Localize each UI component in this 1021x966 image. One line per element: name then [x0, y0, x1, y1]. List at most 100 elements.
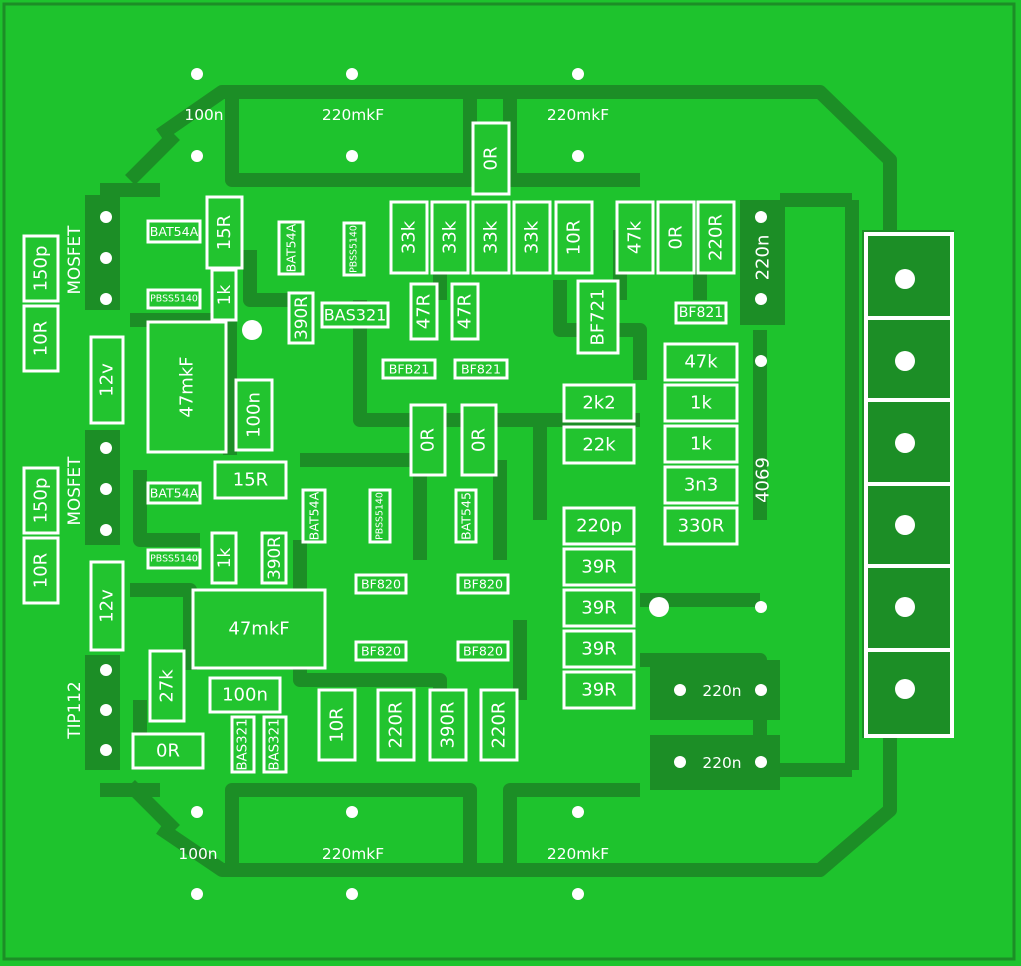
component-q-bf820-3: BF820 [354, 640, 408, 662]
drill-pad [572, 806, 584, 818]
component-label: 47mkF [228, 619, 289, 640]
component-r-0r-5: 0R [131, 732, 205, 770]
component-d-bat54a-4: BAT54A [301, 488, 327, 544]
silkscreen-outline [317, 688, 357, 762]
component-d-bat545: BAT545 [454, 488, 478, 544]
component-d-bat54a-3: BAT54A [146, 481, 202, 505]
component-q-bf820-1: BF820 [354, 573, 408, 595]
component-label: 100n [222, 685, 268, 706]
component-label: BAS321 [268, 718, 283, 770]
component-label: 100n [178, 845, 217, 863]
component-label: PBSS5140 [375, 492, 386, 540]
silkscreen-outline [277, 220, 305, 276]
silkscreen-outline [146, 481, 202, 505]
component-label: 10R [564, 220, 585, 255]
silkscreen-outline [663, 506, 739, 546]
silkscreen-outline [210, 531, 238, 585]
drill-pad [100, 442, 112, 454]
drill-pad [895, 269, 915, 289]
component-r-33k-1: 33k [389, 200, 429, 275]
silkscreen-outline [342, 221, 366, 277]
component-label: 10R [31, 321, 52, 356]
component-c-220mkf-bottom-2: 220mkF [547, 845, 609, 863]
component-c-100n-bottom: 100n [178, 845, 217, 863]
component-label: BAT54A [307, 491, 322, 540]
component-q-bf821-1: BF821 [674, 301, 728, 325]
drill-pad [755, 684, 767, 696]
component-label: 10R [31, 553, 52, 588]
component-label: PBSS5140 [349, 225, 360, 273]
silkscreen-outline [512, 200, 552, 275]
drill-pad [346, 806, 358, 818]
component-label: BAT54A [150, 486, 199, 501]
drill-pad [572, 150, 584, 162]
component-label: 220mkF [547, 845, 609, 863]
component-label: 10R [327, 707, 348, 742]
drill-pad [895, 597, 915, 617]
silkscreen-outline [430, 200, 470, 275]
drill-pad [100, 524, 112, 536]
silkscreen-outline [562, 670, 636, 710]
component-label: 47mkF [177, 356, 198, 417]
component-r-10r-left-2: 10R [22, 536, 60, 605]
silkscreen-outline [615, 200, 655, 275]
silkscreen-outline [89, 560, 125, 652]
silkscreen-outline [381, 358, 437, 380]
component-label: BF821 [679, 305, 723, 321]
silkscreen-outline [146, 548, 202, 570]
silkscreen-outline [354, 573, 408, 595]
silkscreen-outline [409, 282, 439, 341]
component-label: 220mkF [322, 845, 384, 863]
component-r-47k-1: 47k [615, 200, 655, 275]
component-label: 150p [31, 246, 52, 292]
drill-pad [346, 150, 358, 162]
silkscreen-outline [22, 234, 60, 303]
component-q-bfb21: BFB21 [381, 358, 437, 380]
silkscreen-outline [663, 383, 739, 423]
component-lbl-tip112: TIP112 [64, 681, 84, 739]
silkscreen-outline [562, 629, 636, 669]
component-label: 39R [581, 639, 616, 660]
silkscreen-outline [131, 732, 205, 770]
component-r-39r-3: 39R [562, 629, 636, 669]
component-label: BAS321 [324, 306, 387, 325]
component-ic-4069: 4069 [753, 457, 774, 503]
silkscreen-outline [428, 688, 468, 762]
silkscreen-outline [454, 488, 478, 544]
component-label: BFB21 [389, 362, 430, 377]
component-c-220mkf-bottom-1: 220mkF [322, 845, 384, 863]
component-label: 1k [690, 434, 712, 455]
component-label: BF820 [361, 644, 401, 659]
drill-pad [100, 483, 112, 495]
silkscreen-outline [22, 536, 60, 605]
component-label: 39R [581, 598, 616, 619]
component-label: 390R [264, 536, 284, 580]
component-c-150p-2: 150p [22, 466, 60, 535]
component-r-390r-1: 390R [287, 291, 315, 345]
drill-pad [100, 744, 112, 756]
component-label: 12v [97, 589, 118, 623]
component-label: 0R [481, 147, 502, 171]
component-q-pbss5140-3: PBSS5140 [368, 488, 392, 544]
component-label: 220R [489, 702, 510, 749]
drill-pad [572, 888, 584, 900]
silkscreen-outline [146, 320, 228, 454]
component-lbl-mosfet-1: MOSFET [64, 225, 84, 295]
drill-pad [191, 150, 203, 162]
component-d-bas321-1: BAS321 [320, 301, 390, 329]
silkscreen-outline [234, 378, 274, 452]
drill-pad [191, 806, 203, 818]
component-label: 27k [157, 669, 178, 703]
silkscreen-outline [146, 219, 202, 244]
silkscreen-outline [453, 358, 509, 380]
component-c-220n-1: 220n [753, 235, 774, 281]
component-label: 47R [455, 294, 476, 329]
drill-pad [242, 320, 262, 340]
component-label: 15R [214, 215, 235, 250]
component-label: 0R [666, 226, 687, 250]
silkscreen-outline [191, 588, 327, 670]
silkscreen-outline [576, 279, 620, 355]
component-label: TIP112 [64, 681, 84, 739]
